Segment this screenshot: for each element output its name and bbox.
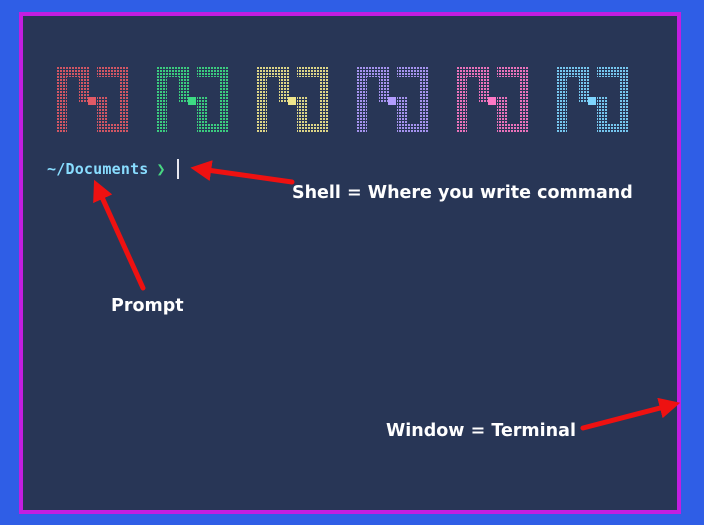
shell-annotation: Shell = Where you write command [292,183,633,203]
logo-center-square [588,97,596,105]
logo-pattern [457,67,529,133]
prompt-chevron-icon: ❯ [156,160,166,178]
logo-row [23,16,677,156]
logo-pattern [557,67,629,133]
logo-cyan [557,67,629,133]
logo-pattern [57,67,129,133]
text-cursor[interactable] [176,159,179,179]
logo-red [57,67,129,133]
prompt-annotation: Prompt [111,296,184,316]
logo-green [157,67,229,133]
shell-prompt-line[interactable]: ~/Documents ❯ [47,159,179,179]
prompt-path: ~/Documents [47,160,149,178]
logo-pattern [357,67,429,133]
logo-purple [357,67,429,133]
logo-pattern [257,67,329,133]
terminal-window[interactable]: ~/Documents ❯ [19,12,681,514]
logo-center-square [288,97,296,105]
logo-center-square [488,97,496,105]
logo-pink [457,67,529,133]
logo-center-square [388,97,396,105]
logo-yellow [257,67,329,133]
window-annotation: Window = Terminal [386,421,576,441]
logo-center-square [88,97,96,105]
logo-center-square [188,97,196,105]
logo-pattern [157,67,229,133]
